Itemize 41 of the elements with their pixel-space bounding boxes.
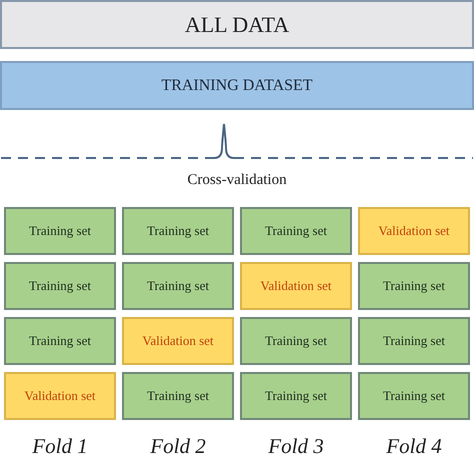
box-text: Training set [29,278,91,294]
box-text: Training set [383,333,445,349]
brace-label: Cross-validation [186,172,288,189]
box-text: Training set [29,333,91,349]
box-text: Training set [29,223,91,239]
training-set-box [358,262,470,310]
box-text: Training set [383,388,445,404]
box-text: Training set [383,278,445,294]
fold-label: Fold 3 [267,434,325,459]
training-set-box [240,372,352,420]
fold-label: Fold 2 [149,434,207,459]
training-set-box [358,317,470,365]
training-set-box [240,317,352,365]
box-text: Training set [147,223,209,239]
validation-set-box [240,262,352,310]
dataset-bar [0,61,474,110]
dataset-bar [0,0,474,49]
box-text: Training set [265,388,327,404]
validation-set-box [358,207,470,255]
box-text: Validation set [142,333,214,349]
training-set-box [4,262,116,310]
box-text: Training set [265,223,327,239]
box-text: TRAINING DATASET [161,76,313,94]
validation-set-box [122,317,234,365]
fold-label: Fold 1 [31,434,89,459]
box-text: Validation set [24,388,96,404]
training-set-box [4,207,116,255]
training-set-box [122,372,234,420]
box-text: ALL DATA [184,12,290,38]
training-set-box [122,207,234,255]
training-set-box [358,372,470,420]
box-text: Training set [265,333,327,349]
box-text: Training set [147,388,209,404]
training-set-box [122,262,234,310]
box-text: Training set [147,278,209,294]
fold-label: Fold 4 [385,434,443,459]
box-text: Validation set [378,223,450,239]
training-set-box [240,207,352,255]
validation-set-box [4,372,116,420]
box-text: Validation set [260,278,332,294]
training-set-box [4,317,116,365]
